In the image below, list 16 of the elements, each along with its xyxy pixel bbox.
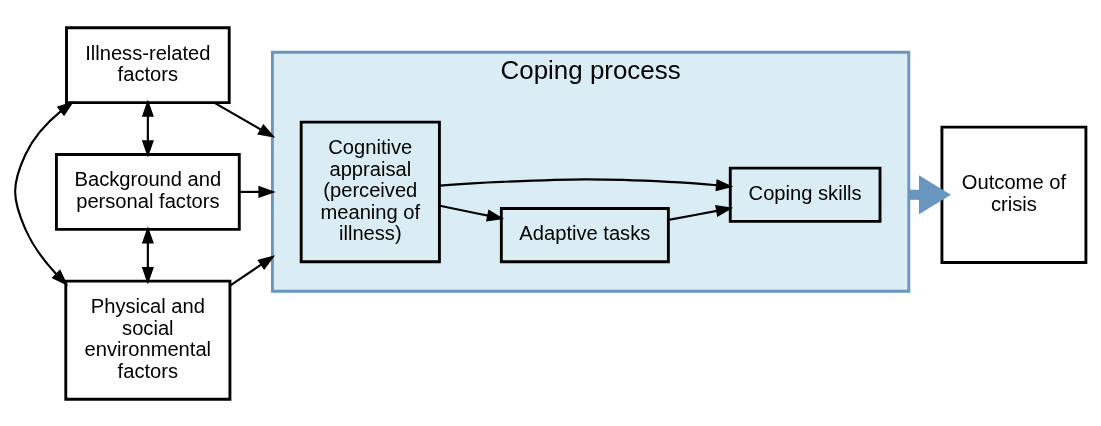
arrow [439, 177, 734, 191]
arrow [141, 99, 154, 158]
arrow [214, 101, 276, 138]
node-box: Illness-related factors [65, 25, 231, 104]
node-box: Physical and social environmental factors [64, 279, 232, 401]
arrow [141, 225, 154, 284]
node-box: Outcome of crisis [940, 125, 1088, 264]
node-box: Cognitive appraisal (perceived meaning of illness) [299, 120, 441, 263]
node-box: Coping skills [728, 166, 882, 223]
node-box: Adaptive tasks [499, 206, 670, 263]
node-box: Background and personal factors [55, 152, 241, 231]
arrow [668, 204, 734, 221]
arrow [439, 204, 505, 221]
arrow [239, 185, 276, 198]
arrow [14, 100, 75, 286]
arrow [229, 254, 276, 286]
